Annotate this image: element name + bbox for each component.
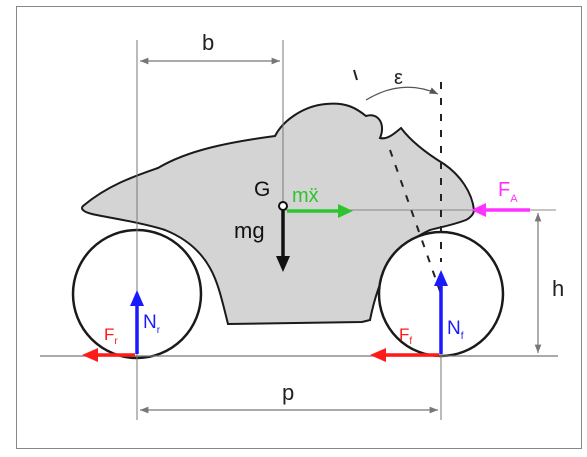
rear-normal-force-arrow: [130, 290, 144, 354]
label-front-friction-sub: f: [409, 336, 412, 347]
label-front-normal-main: N: [447, 318, 461, 339]
label-front-friction-main: F: [399, 325, 409, 344]
cg-point-icon: [278, 201, 288, 211]
inertial-force-arrow: [287, 204, 353, 218]
label-inertial-force: mẍ: [292, 185, 319, 207]
front-friction-force-arrow: [370, 348, 439, 362]
label-rear-normal: Nr: [143, 312, 161, 336]
epsilon-arc: [365, 86, 439, 101]
motorcycle-body: [81, 102, 476, 326]
label-g: G: [254, 178, 270, 201]
label-aero-force-sub: A: [510, 193, 518, 205]
label-front-friction: Ff: [399, 325, 412, 347]
weight-arrow: [276, 210, 290, 272]
label-b: b: [202, 30, 214, 55]
label-front-normal-sub: f: [461, 331, 464, 342]
label-rear-normal-main: N: [143, 312, 157, 333]
front-normal-force-arrow: [434, 270, 448, 354]
frame-border: [16, 6, 582, 449]
label-aero-force: FA: [498, 179, 518, 205]
axis-tick: [353, 69, 358, 81]
label-rear-friction-sub: r: [114, 336, 118, 347]
label-front-normal: Nf: [447, 318, 464, 342]
label-h: h: [552, 276, 564, 301]
label-epsilon: ε: [394, 67, 403, 89]
label-p: p: [282, 380, 294, 405]
label-aero-force-main: F: [498, 179, 510, 201]
label-rear-normal-sub: r: [157, 325, 161, 336]
label-weight: mg: [234, 218, 265, 243]
rear-friction-force-arrow: [82, 348, 135, 362]
label-rear-friction-main: F: [104, 325, 114, 344]
label-rear-friction: Fr: [104, 325, 118, 347]
aero-force-arrow: [471, 203, 530, 217]
